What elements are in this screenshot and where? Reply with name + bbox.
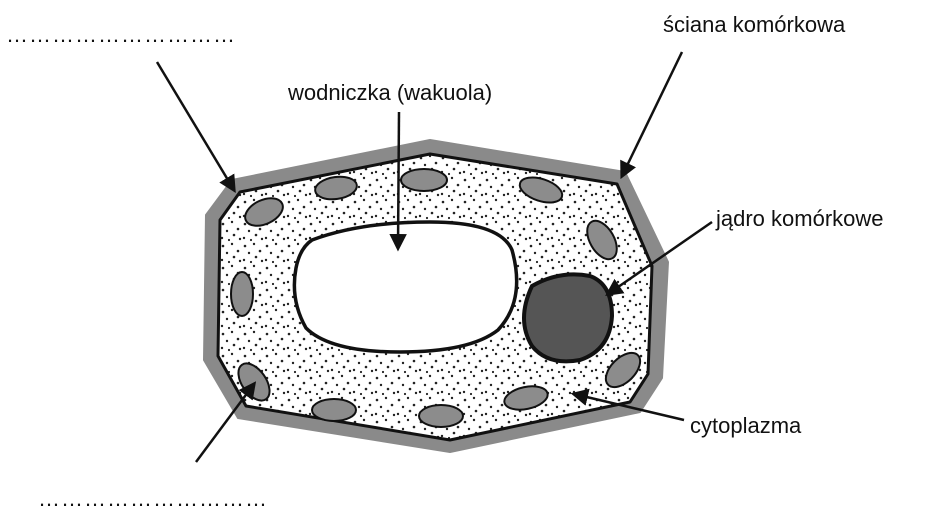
- vacuole: [294, 222, 516, 352]
- chloroplast: [231, 272, 253, 316]
- label-cell-wall: ściana komórkowa: [663, 14, 845, 36]
- label-vacuole: wodniczka (wakuola): [288, 82, 492, 104]
- label-blank-bottom: …………………………: [38, 488, 338, 510]
- arrow-vacuole: [398, 112, 399, 248]
- arrow-blank-top: [157, 62, 234, 190]
- label-cytoplasm: cytoplazma: [690, 415, 801, 437]
- arrow-cell-wall: [622, 52, 682, 176]
- nucleus: [524, 274, 612, 361]
- label-blank-top: …………………………: [6, 24, 306, 46]
- label-nucleus: jądro komórkowe: [716, 208, 884, 230]
- chloroplast: [312, 399, 356, 421]
- chloroplast: [419, 405, 463, 427]
- chloroplast: [401, 169, 447, 191]
